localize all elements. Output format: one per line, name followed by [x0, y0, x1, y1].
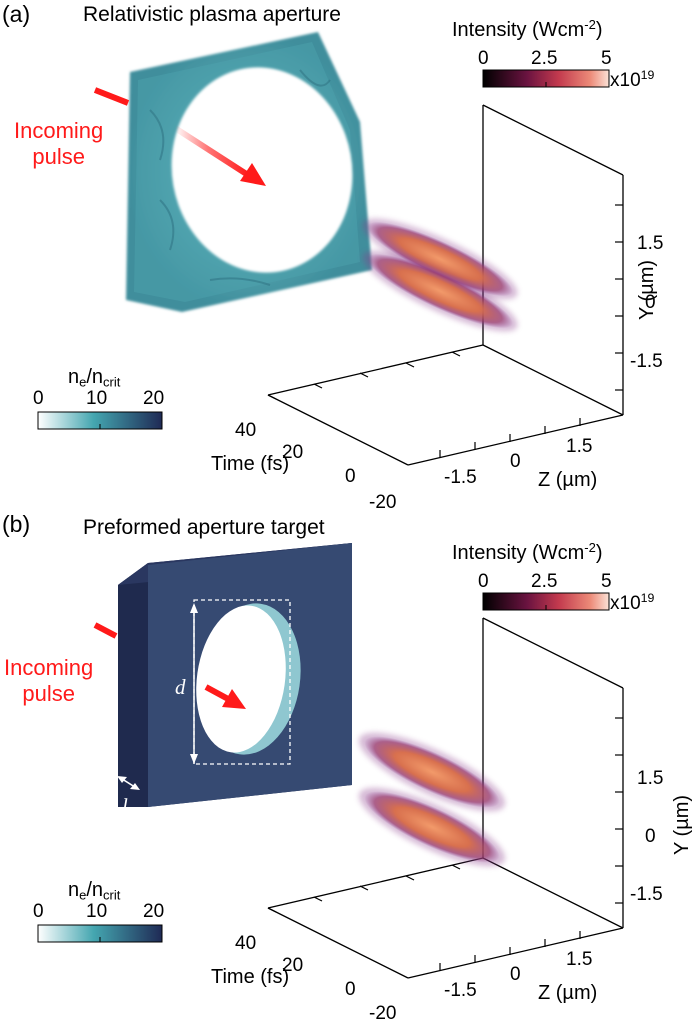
- density-tick: 20: [143, 901, 165, 922]
- y-tick-label: -1.5: [630, 884, 663, 905]
- incoming-pulse-arrow: [93, 87, 266, 186]
- density-tick: 20: [143, 388, 165, 409]
- intensity-tick: 0: [478, 571, 489, 592]
- time-tick-label: 40: [235, 420, 257, 441]
- z-ticks: [439, 931, 581, 971]
- time-axis-label: Time (fs): [211, 453, 290, 475]
- time-ticks: [267, 351, 461, 400]
- y-axis-label: Y (µm): [636, 259, 658, 320]
- intensity-pulse: [358, 732, 506, 867]
- axes-frame: [267, 104, 624, 466]
- density-tick: 0: [33, 901, 44, 922]
- incoming-pulse-label: Incoming pulse: [4, 655, 94, 707]
- intensity-tick: 2.5: [531, 571, 558, 592]
- panel-title: Preformed aperture target: [83, 516, 325, 539]
- density-tick: 10: [86, 901, 108, 922]
- z-axis-label: Z (µm): [538, 982, 598, 1004]
- y-tick-label: 1.5: [637, 233, 664, 254]
- intensity-tick: 0: [478, 48, 489, 69]
- time-ticks: [267, 864, 461, 913]
- time-tick-label: -20: [369, 1003, 397, 1024]
- intensity-scale: x1019: [610, 591, 655, 614]
- axes-frame: [267, 617, 624, 979]
- time-tick-label: 0: [345, 466, 356, 487]
- time-tick-label: 40: [235, 933, 257, 954]
- z-tick-label: -1.5: [444, 467, 477, 488]
- time-axis-label: Time (fs): [211, 966, 290, 988]
- intensity-scale: x1019: [610, 68, 655, 91]
- intensity-tick: 5: [601, 48, 612, 69]
- y-ticks: [615, 717, 623, 904]
- y-tick-label: -1.5: [630, 351, 663, 372]
- panel-b-graphics: [37, 543, 624, 979]
- y-ticks: [615, 204, 623, 391]
- z-tick-label: 1.5: [566, 949, 593, 970]
- incoming-pulse-arrow: [93, 622, 246, 709]
- z-axis-label: Z (µm): [538, 469, 598, 491]
- z-ticks: [439, 418, 581, 458]
- time-tick-label: 0: [345, 979, 356, 1000]
- density-tick: 10: [86, 388, 108, 409]
- z-tick-label: -1.5: [444, 980, 477, 1001]
- panel-a-graphics: [37, 32, 624, 466]
- z-tick-label: 0: [510, 451, 521, 472]
- target-block: [117, 543, 352, 807]
- incoming-pulse-label: Incoming pulse: [14, 118, 104, 170]
- panel-label: (a): [2, 1, 31, 27]
- y-tick-label: 0: [645, 292, 656, 313]
- panel-b: (b) Preformed aperture target Incoming p…: [0, 513, 700, 1026]
- time-tick-label: -20: [369, 492, 397, 513]
- z-tick-label: 1.5: [566, 436, 593, 457]
- time-tick-label: 20: [282, 442, 304, 463]
- density-colorbar-title: ne/ncrit: [68, 879, 121, 903]
- intensity-pulse: [362, 218, 518, 332]
- panel-title: Relativistic plasma aperture: [83, 3, 341, 26]
- intensity-tick: 5: [601, 571, 612, 592]
- density-tick: 0: [33, 388, 44, 409]
- panel-a: (a) Relativistic plasma aperture Incomin…: [0, 0, 700, 513]
- intensity-colorbar-title: Intensity (Wcm-2): [452, 539, 603, 564]
- density-colorbar-title: ne/ncrit: [68, 366, 121, 390]
- dimension-l-label: l: [122, 794, 128, 818]
- intensity-tick: 2.5: [531, 48, 558, 69]
- intensity-colorbar-title: Intensity (Wcm-2): [452, 16, 603, 41]
- y-tick-label: 1.5: [637, 768, 664, 789]
- y-tick-label: 0: [645, 826, 656, 847]
- dimension-d-label: d: [175, 675, 186, 699]
- panel-label: (b): [2, 511, 31, 537]
- z-tick-label: 0: [510, 964, 521, 985]
- time-tick-label: 20: [282, 955, 304, 976]
- y-axis-label: Y (µm): [671, 794, 693, 855]
